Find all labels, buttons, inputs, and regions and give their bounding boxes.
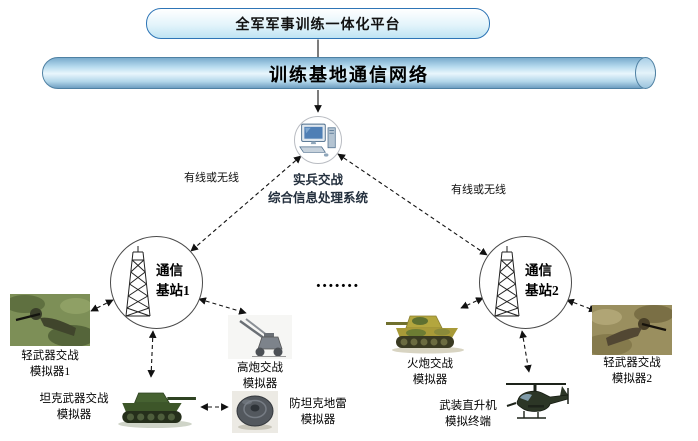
- light-weapon-simulator-2-image: [592, 305, 672, 355]
- soldier-icon: [592, 305, 672, 355]
- antenna-tower-icon: [125, 246, 151, 317]
- base-station-1-label: 通信 基站1: [156, 263, 190, 299]
- light-weapon-simulator-2-label: 轻武器交战 模拟器2: [603, 357, 661, 385]
- tank-weapon-simulator-image: [110, 379, 198, 429]
- link-bs1-aagun: [198, 297, 247, 315]
- helicopter-terminal-image: [504, 374, 572, 432]
- helicopter-icon: [506, 383, 569, 419]
- cylinder-end-cap: [635, 57, 656, 89]
- anti-tank-mine-simulator-label: 防坦克地雷 模拟器: [289, 398, 347, 426]
- aa-gun-icon: [228, 315, 292, 359]
- link-label-right: 有线或无线: [451, 184, 506, 196]
- network-backbone-cylinder: [42, 57, 656, 89]
- processing-system-label: 实兵交战 综合信息处理系统: [267, 173, 368, 206]
- artillery-simulator-image: [386, 306, 470, 354]
- aa-gun-simulator-label: 高炮交战 模拟器: [237, 362, 283, 390]
- tank-icon: [118, 392, 196, 428]
- anti-tank-mine-simulator-image: [232, 391, 278, 433]
- network-title: 训练基地通信网络: [269, 65, 429, 85]
- mine-icon: [232, 391, 278, 433]
- soldier-icon: [10, 294, 90, 346]
- camo-tank-icon: [386, 315, 464, 354]
- processing-system-node: [294, 116, 342, 164]
- platform-title-box: 全军军事训练一体化平台: [146, 8, 490, 39]
- base-station-2-label: 通信 基站2: [525, 263, 559, 299]
- ellipsis-dots: .......: [316, 271, 360, 292]
- aa-gun-simulator-image: [228, 315, 292, 359]
- link-label-left: 有线或无线: [184, 172, 239, 184]
- computer-icon: [299, 123, 336, 157]
- light-weapon-simulator-1-label: 轻武器交战 模拟器1: [21, 350, 79, 378]
- helicopter-terminal-label: 武装直升机 模拟终端: [439, 400, 497, 428]
- base-station-1: 通信 基站1: [110, 236, 203, 329]
- tank-weapon-simulator-label: 坦克武器交战 模拟器: [39, 393, 109, 421]
- link-bs2-helicopter: [519, 330, 532, 373]
- link-bs1-lightweapon1: [90, 299, 114, 312]
- artillery-simulator-label: 火炮交战 模拟器: [407, 358, 453, 386]
- base-station-2: 通信 基站2: [479, 236, 572, 329]
- platform-title: 全军军事训练一体化平台: [235, 17, 401, 33]
- light-weapon-simulator-1-image: [10, 294, 90, 346]
- antenna-tower-icon: [494, 246, 520, 317]
- link-bs1-tank: [147, 330, 157, 378]
